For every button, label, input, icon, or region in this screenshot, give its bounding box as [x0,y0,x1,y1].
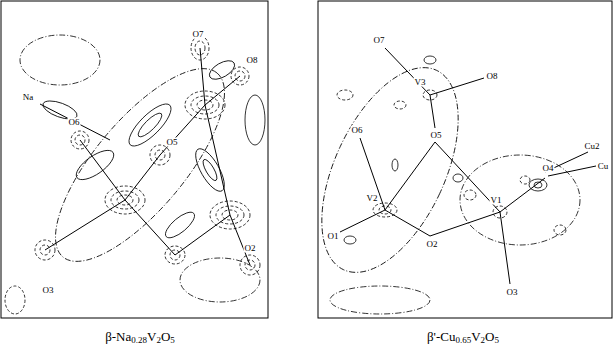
atom-label: O1 [327,232,340,241]
atom-label: O6 [351,126,364,135]
atom-label: Cu [597,162,610,171]
atom-label: V1 [490,196,503,205]
atom-label: O3 [506,288,519,297]
atom-label: Na [22,93,35,102]
atom-label: O5 [166,138,179,147]
atom-label: O2 [426,240,439,249]
atom-label: O5 [430,131,443,140]
atom-label: V2 [366,194,379,203]
panel-frame [318,1,612,318]
atom-label: O3 [42,286,55,295]
atom-label: V3 [414,78,427,87]
zero-contours [20,35,580,314]
bond-lines [40,48,596,284]
positive-contours [41,56,547,244]
panel-caption: β'-Cu0.65V2O5 [426,330,500,345]
atom-label: O7 [192,30,205,39]
atom-label: O8 [486,72,499,81]
atom-label: O4 [542,164,555,173]
panel-frame [1,1,268,318]
atom-label: O2 [244,244,257,253]
atom-label: O6 [68,118,81,127]
atom-label: O7 [373,36,386,45]
atom-label: Cu2 [583,142,600,151]
negative-contours [5,36,566,314]
atom-label: O8 [246,56,259,65]
panel-caption: β-Na0.28V2O5 [104,330,176,345]
